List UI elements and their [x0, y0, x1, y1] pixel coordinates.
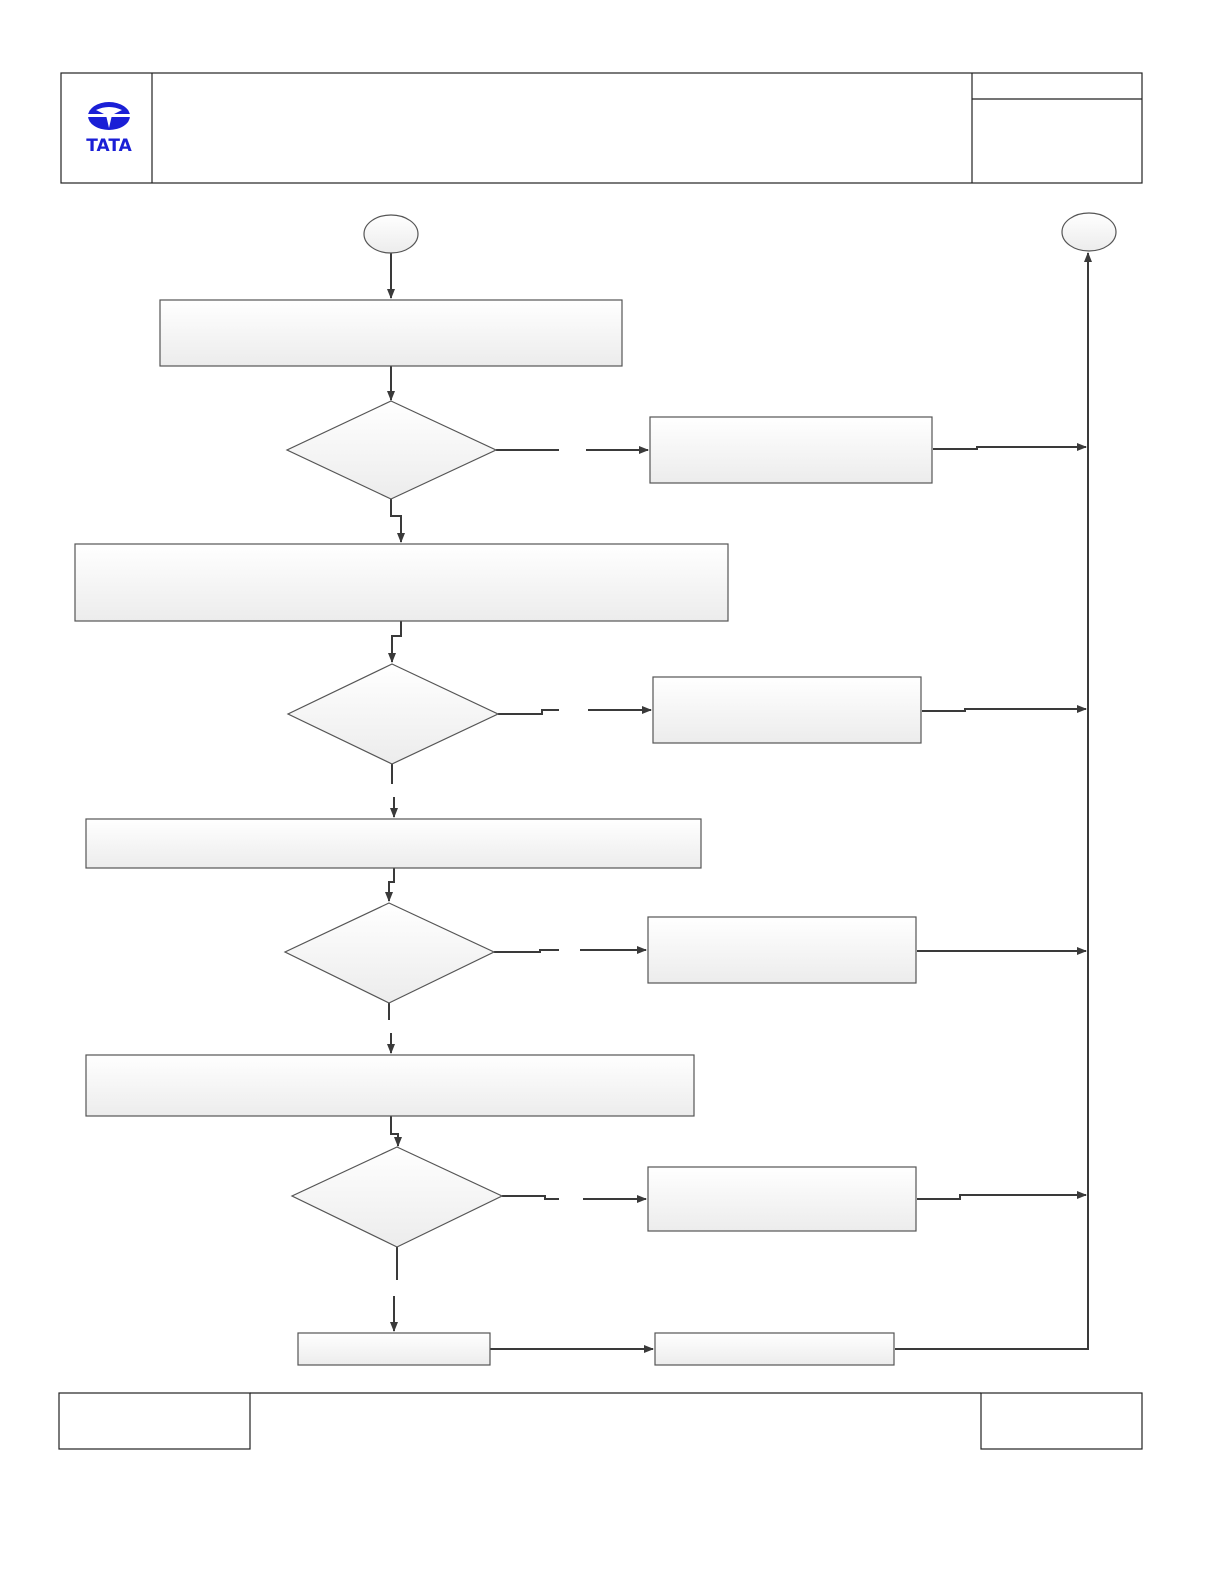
final-step-box — [297, 1332, 491, 1366]
branch-box-2 — [652, 676, 922, 744]
tata-logo: TATA — [86, 102, 133, 156]
branch-d3-start — [494, 949, 559, 953]
connector-p2-d2 — [388, 621, 402, 663]
connector-d1-p2 — [390, 499, 405, 543]
process-box-1 — [159, 299, 623, 367]
branch-d2-start — [498, 709, 559, 715]
process-box-4 — [85, 1054, 695, 1117]
footer-left-cell — [58, 1392, 251, 1450]
branch-box-3 — [647, 916, 917, 984]
branch-box-4 — [647, 1166, 917, 1232]
connector-p3-d3 — [385, 868, 395, 902]
end-terminal — [1061, 212, 1117, 252]
final-action-box — [654, 1332, 895, 1366]
tata-emblem-icon — [88, 102, 130, 130]
branch-d4-start — [502, 1195, 559, 1200]
return-trunk — [895, 252, 1092, 1350]
decision-4 — [290, 1146, 504, 1248]
footer-block — [58, 1392, 1143, 1450]
decision-diamonds — [283, 400, 504, 1248]
logo-wordmark: TATA — [86, 136, 132, 156]
header-frame — [60, 72, 1143, 184]
side-branch-1-to-trunk — [933, 443, 1087, 451]
side-branch-4-to-trunk — [917, 1191, 1087, 1200]
process-box-3 — [85, 818, 702, 869]
branch-box-1 — [649, 416, 933, 484]
side-branch-2-to-trunk — [922, 705, 1087, 713]
branch-boxes — [647, 416, 933, 1366]
process-box-2 — [74, 543, 729, 622]
decision-1 — [285, 400, 498, 500]
footer-right-cell — [980, 1392, 1143, 1450]
header-block — [60, 72, 1143, 184]
decision-3 — [283, 902, 496, 1004]
process-boxes — [74, 299, 729, 1366]
terminals — [363, 212, 1117, 254]
start-terminal — [363, 214, 419, 254]
connectors — [385, 252, 1092, 1353]
decision-2 — [286, 663, 500, 765]
connector-p4-d4 — [390, 1116, 402, 1147]
